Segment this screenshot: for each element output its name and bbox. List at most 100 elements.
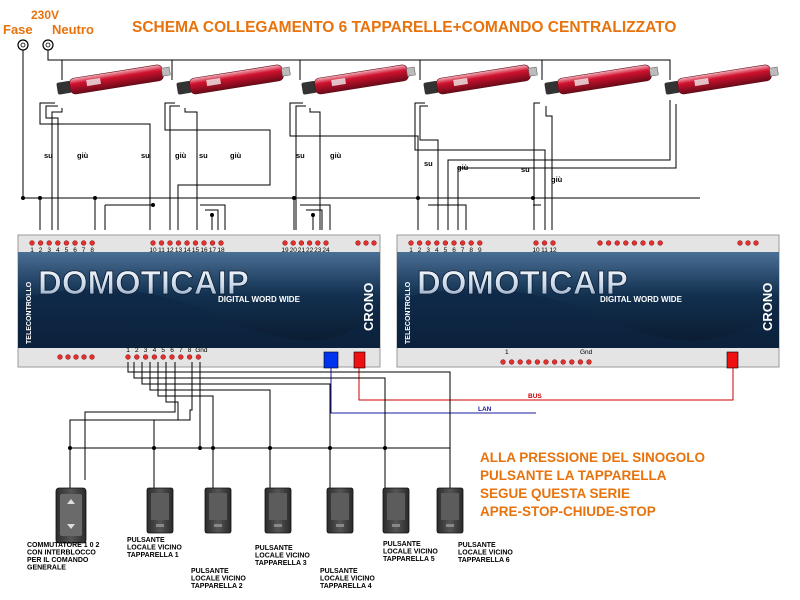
junction-dot	[151, 203, 155, 207]
motor-plate	[694, 77, 709, 87]
switch-caption: PULSANTE	[127, 537, 165, 544]
terminal-label: 10	[149, 247, 157, 254]
motor-head	[664, 80, 680, 95]
tubular-motor	[56, 64, 171, 95]
local-pushbutton[interactable]	[382, 487, 410, 534]
switch-led	[214, 524, 222, 527]
terminal-strip-bottom	[500, 359, 592, 365]
terminal-label: 2	[418, 247, 422, 254]
terminal-screw	[46, 240, 52, 246]
terminal-screw	[184, 240, 190, 246]
switch-rocker	[60, 494, 82, 536]
terminal-screw	[201, 240, 207, 246]
terminal-screw	[167, 240, 173, 246]
switch-caption: PER IL COMANDO	[27, 557, 89, 564]
switch-caption: LOCALE VICINO	[127, 545, 182, 552]
switch-led	[336, 524, 344, 527]
local-pushbutton[interactable]	[436, 487, 464, 534]
terminal-label: 18	[217, 247, 225, 254]
terminal-label: 3	[426, 247, 430, 254]
junction-dot	[328, 446, 332, 450]
motor-head	[176, 80, 192, 95]
terminal-label: 4	[435, 247, 439, 254]
terminal-screw	[89, 354, 95, 360]
lan-wire	[330, 368, 536, 414]
note-line: APRE-STOP-CHIUDE-STOP	[480, 504, 656, 519]
terminal-screw	[434, 240, 440, 246]
motor-end	[527, 66, 538, 77]
terminal-label: 16	[200, 247, 208, 254]
motor-end	[648, 66, 659, 77]
motor-wires	[39, 100, 677, 230]
side-label-right: CRONO	[760, 283, 775, 331]
terminal-screw	[442, 240, 449, 246]
bus-label: BUS	[528, 393, 542, 400]
brand-logo: DOMOTICAIP	[38, 264, 249, 301]
bus-wire	[358, 368, 734, 401]
side-label-left: TELECONTROLLO	[405, 281, 412, 344]
terminal-label: 6	[73, 247, 77, 254]
terminal-label: 14	[183, 247, 191, 254]
input-pin-label: 4	[153, 347, 157, 354]
motor-tube	[189, 64, 284, 95]
terminal-screw	[614, 240, 620, 246]
terminal-label: 6	[452, 247, 456, 254]
local-pushbutton[interactable]	[264, 487, 292, 534]
terminal-screw	[142, 354, 149, 360]
terminal-screw	[459, 240, 466, 246]
input-pin-label: 2	[135, 347, 139, 354]
bus-connector-left	[353, 351, 366, 369]
lan-connector	[323, 351, 339, 369]
switch-led	[446, 524, 454, 527]
controller-module-right: DOMOTICAIP DIGITAL WORD WIDE TELECONTROL…	[396, 234, 780, 368]
terminal-screw	[73, 354, 79, 360]
label-su: su	[141, 151, 150, 160]
label-giu: giù	[330, 151, 342, 160]
page-title: SCHEMA COLLEGAMENTO 6 TAPPARELLE+COMANDO…	[132, 19, 676, 36]
terminal-label: 5	[444, 247, 448, 254]
local-pushbutton[interactable]	[204, 487, 232, 534]
switch-caption: TAPPARELLA 6	[458, 557, 510, 564]
motor-plate	[453, 77, 468, 87]
terminal-screw	[57, 354, 63, 360]
arrow-up-icon	[67, 499, 75, 504]
terminal-screw	[543, 359, 549, 365]
terminal-label: 8	[469, 247, 473, 254]
terminal-screw	[80, 240, 87, 246]
arrow-down-icon	[67, 524, 75, 529]
switch-caption: TAPPARELLA 2	[191, 583, 243, 590]
tubular-motor	[176, 64, 291, 95]
label-giu: giù	[457, 163, 469, 172]
local-pushbutton[interactable]	[326, 487, 354, 534]
general-switch[interactable]	[55, 487, 87, 544]
motor-tube	[69, 64, 164, 95]
junction-dot	[210, 213, 214, 217]
terminal-screw	[315, 240, 321, 246]
terminal-label: 23	[314, 247, 322, 254]
terminal-screw	[175, 240, 182, 246]
terminal-screw	[551, 359, 558, 365]
motor-head	[544, 80, 560, 95]
terminal-screw	[534, 359, 541, 365]
label-su: su	[199, 151, 208, 160]
label-su: su	[296, 151, 305, 160]
switch-key	[441, 493, 459, 520]
terminal-screw	[517, 359, 523, 365]
terminal-screw	[282, 240, 288, 246]
terminal-label: 9	[478, 247, 482, 254]
terminal-screw	[290, 240, 296, 246]
terminal-screw	[550, 240, 556, 246]
terminal-screw	[569, 359, 575, 365]
terminal-screw	[500, 359, 506, 365]
label-su: su	[424, 159, 433, 168]
tubular-motor	[423, 64, 538, 95]
terminal-screw	[605, 240, 612, 246]
local-pushbutton[interactable]	[146, 487, 174, 534]
terminal-label: 10	[532, 247, 540, 254]
phase-label: Fase	[3, 22, 33, 37]
wire-labels: su giù su giù su giù su giù su giù su gi…	[44, 151, 563, 184]
